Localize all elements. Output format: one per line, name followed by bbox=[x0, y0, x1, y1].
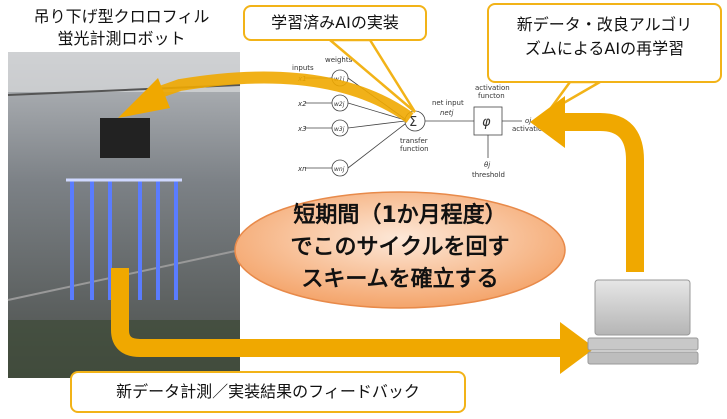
center-message: 短期間（1か月程度） でこのサイクルを回す スキームを確立する bbox=[290, 203, 510, 292]
laptop-icon bbox=[587, 279, 699, 365]
arrowhead-robot bbox=[118, 78, 170, 118]
svg-text:function: function bbox=[400, 145, 429, 153]
svg-text:w3j: w3j bbox=[334, 126, 345, 133]
svg-text:oj: oj bbox=[525, 117, 531, 125]
arrowhead-ai bbox=[530, 96, 565, 148]
svg-text:threshold: threshold bbox=[472, 171, 505, 179]
svg-text:x2: x2 bbox=[297, 100, 307, 108]
svg-text:w2j: w2j bbox=[334, 101, 345, 108]
svg-text:weights: weights bbox=[325, 56, 353, 64]
svg-text:netj: netj bbox=[440, 109, 453, 117]
svg-text:activation: activation bbox=[512, 125, 547, 133]
inputs-label: inputs bbox=[292, 64, 314, 72]
svg-text:net input: net input bbox=[432, 99, 464, 107]
svg-text:xn: xn bbox=[297, 165, 307, 173]
svg-text:φ: φ bbox=[482, 115, 491, 130]
svg-text:wnj: wnj bbox=[334, 166, 345, 173]
robot-title: 吊り下げ型クロロフィル 蛍光計測ロボット bbox=[33, 7, 210, 48]
callout-feedback: 新データ計測／実装結果のフィードバック bbox=[70, 371, 466, 413]
svg-text:θj: θj bbox=[484, 161, 490, 169]
arrow-robot-to-laptop bbox=[111, 268, 560, 357]
svg-text:functon: functon bbox=[478, 92, 505, 100]
svg-text:transfer: transfer bbox=[400, 137, 428, 145]
center-ellipse bbox=[234, 191, 566, 309]
arrowhead-laptop bbox=[560, 322, 595, 374]
svg-text:w1j: w1j bbox=[334, 76, 345, 83]
arrow-ai-to-robot bbox=[158, 71, 414, 123]
svg-text:activation: activation bbox=[475, 84, 510, 92]
svg-text:x3: x3 bbox=[297, 125, 307, 133]
svg-text:Σ: Σ bbox=[409, 115, 417, 130]
arrow-laptop-to-ai bbox=[565, 113, 644, 272]
callout-retrain: 新データ・改良アルゴリ ズムによるAIの再学習 bbox=[487, 3, 722, 83]
callout-ai-implementation: 学習済みAIの実装 bbox=[243, 5, 427, 41]
